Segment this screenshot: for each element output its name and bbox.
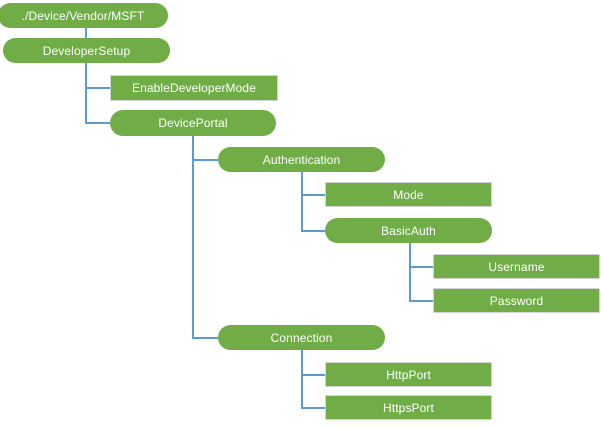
node-httpsport[interactable]: HttpsPort [325,395,492,420]
node-authentication[interactable]: Authentication [218,147,385,172]
connector-deviceportal-to-connection [192,136,218,339]
node-enabledevelopermode[interactable]: EnableDeveloperMode [110,75,278,101]
node-label: ./Device/Vendor/MSFT [21,8,145,23]
node-label: BasicAuth [381,223,436,238]
node-basicauth[interactable]: BasicAuth [325,218,492,243]
connector-connection-to-httpsport [301,350,325,409]
node-label: Username [488,259,545,274]
node-label: Password [489,293,544,308]
node-label: HttpsPort [383,400,434,415]
connector-basicauth-to-username [409,243,433,268]
connector-developersetup-to-deviceportal [85,63,110,124]
node-label: HttpPort [386,367,431,382]
connector-developersetup-to-enabledevelopermode [85,63,110,89]
node-password[interactable]: Password [433,288,600,313]
node-mode[interactable]: Mode [325,182,492,207]
node-developersetup[interactable]: DeveloperSetup [3,38,170,63]
node-label: DevicePortal [158,116,228,130]
node-connection[interactable]: Connection [218,325,385,350]
node-label: Authentication [262,152,341,167]
connector-deviceportal-to-authentication [192,136,218,161]
node-label: Connection [270,330,333,345]
node-httpport[interactable]: HttpPort [325,362,492,387]
node-root[interactable]: ./Device/Vendor/MSFT [0,3,168,28]
node-deviceportal[interactable]: DevicePortal [110,110,276,136]
connector-authentication-to-basicauth [301,172,325,232]
connector-connection-to-httpport [301,350,325,376]
connector-basicauth-to-password [409,243,433,302]
node-label: DeveloperSetup [42,43,131,58]
connector-authentication-to-mode [301,172,325,196]
node-username[interactable]: Username [433,254,600,279]
node-label: EnableDeveloperMode [132,81,256,95]
node-label: Mode [393,187,424,202]
